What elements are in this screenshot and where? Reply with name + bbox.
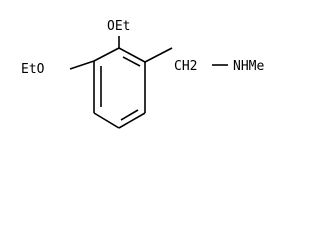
label-ch2: CH2 xyxy=(174,59,197,74)
structural-formula: OEt EtO CH2 NHMe xyxy=(21,19,264,129)
ring-bond-bottom-right xyxy=(118,112,146,129)
bond-ring-to-ch2 xyxy=(144,47,173,63)
label-eto: EtO xyxy=(21,62,45,77)
label-nhme: NHMe xyxy=(233,59,264,74)
ring-double-bond-bottom xyxy=(120,109,139,121)
label-oet: OEt xyxy=(107,19,130,34)
bond-to-eto xyxy=(69,60,95,70)
ring-bond-top-left xyxy=(93,47,120,62)
ring-bond-bottom-left xyxy=(93,112,120,129)
benzene-ring xyxy=(93,47,146,129)
ring-bond-top-right xyxy=(118,47,146,63)
ring-double-bond-top xyxy=(122,56,141,67)
